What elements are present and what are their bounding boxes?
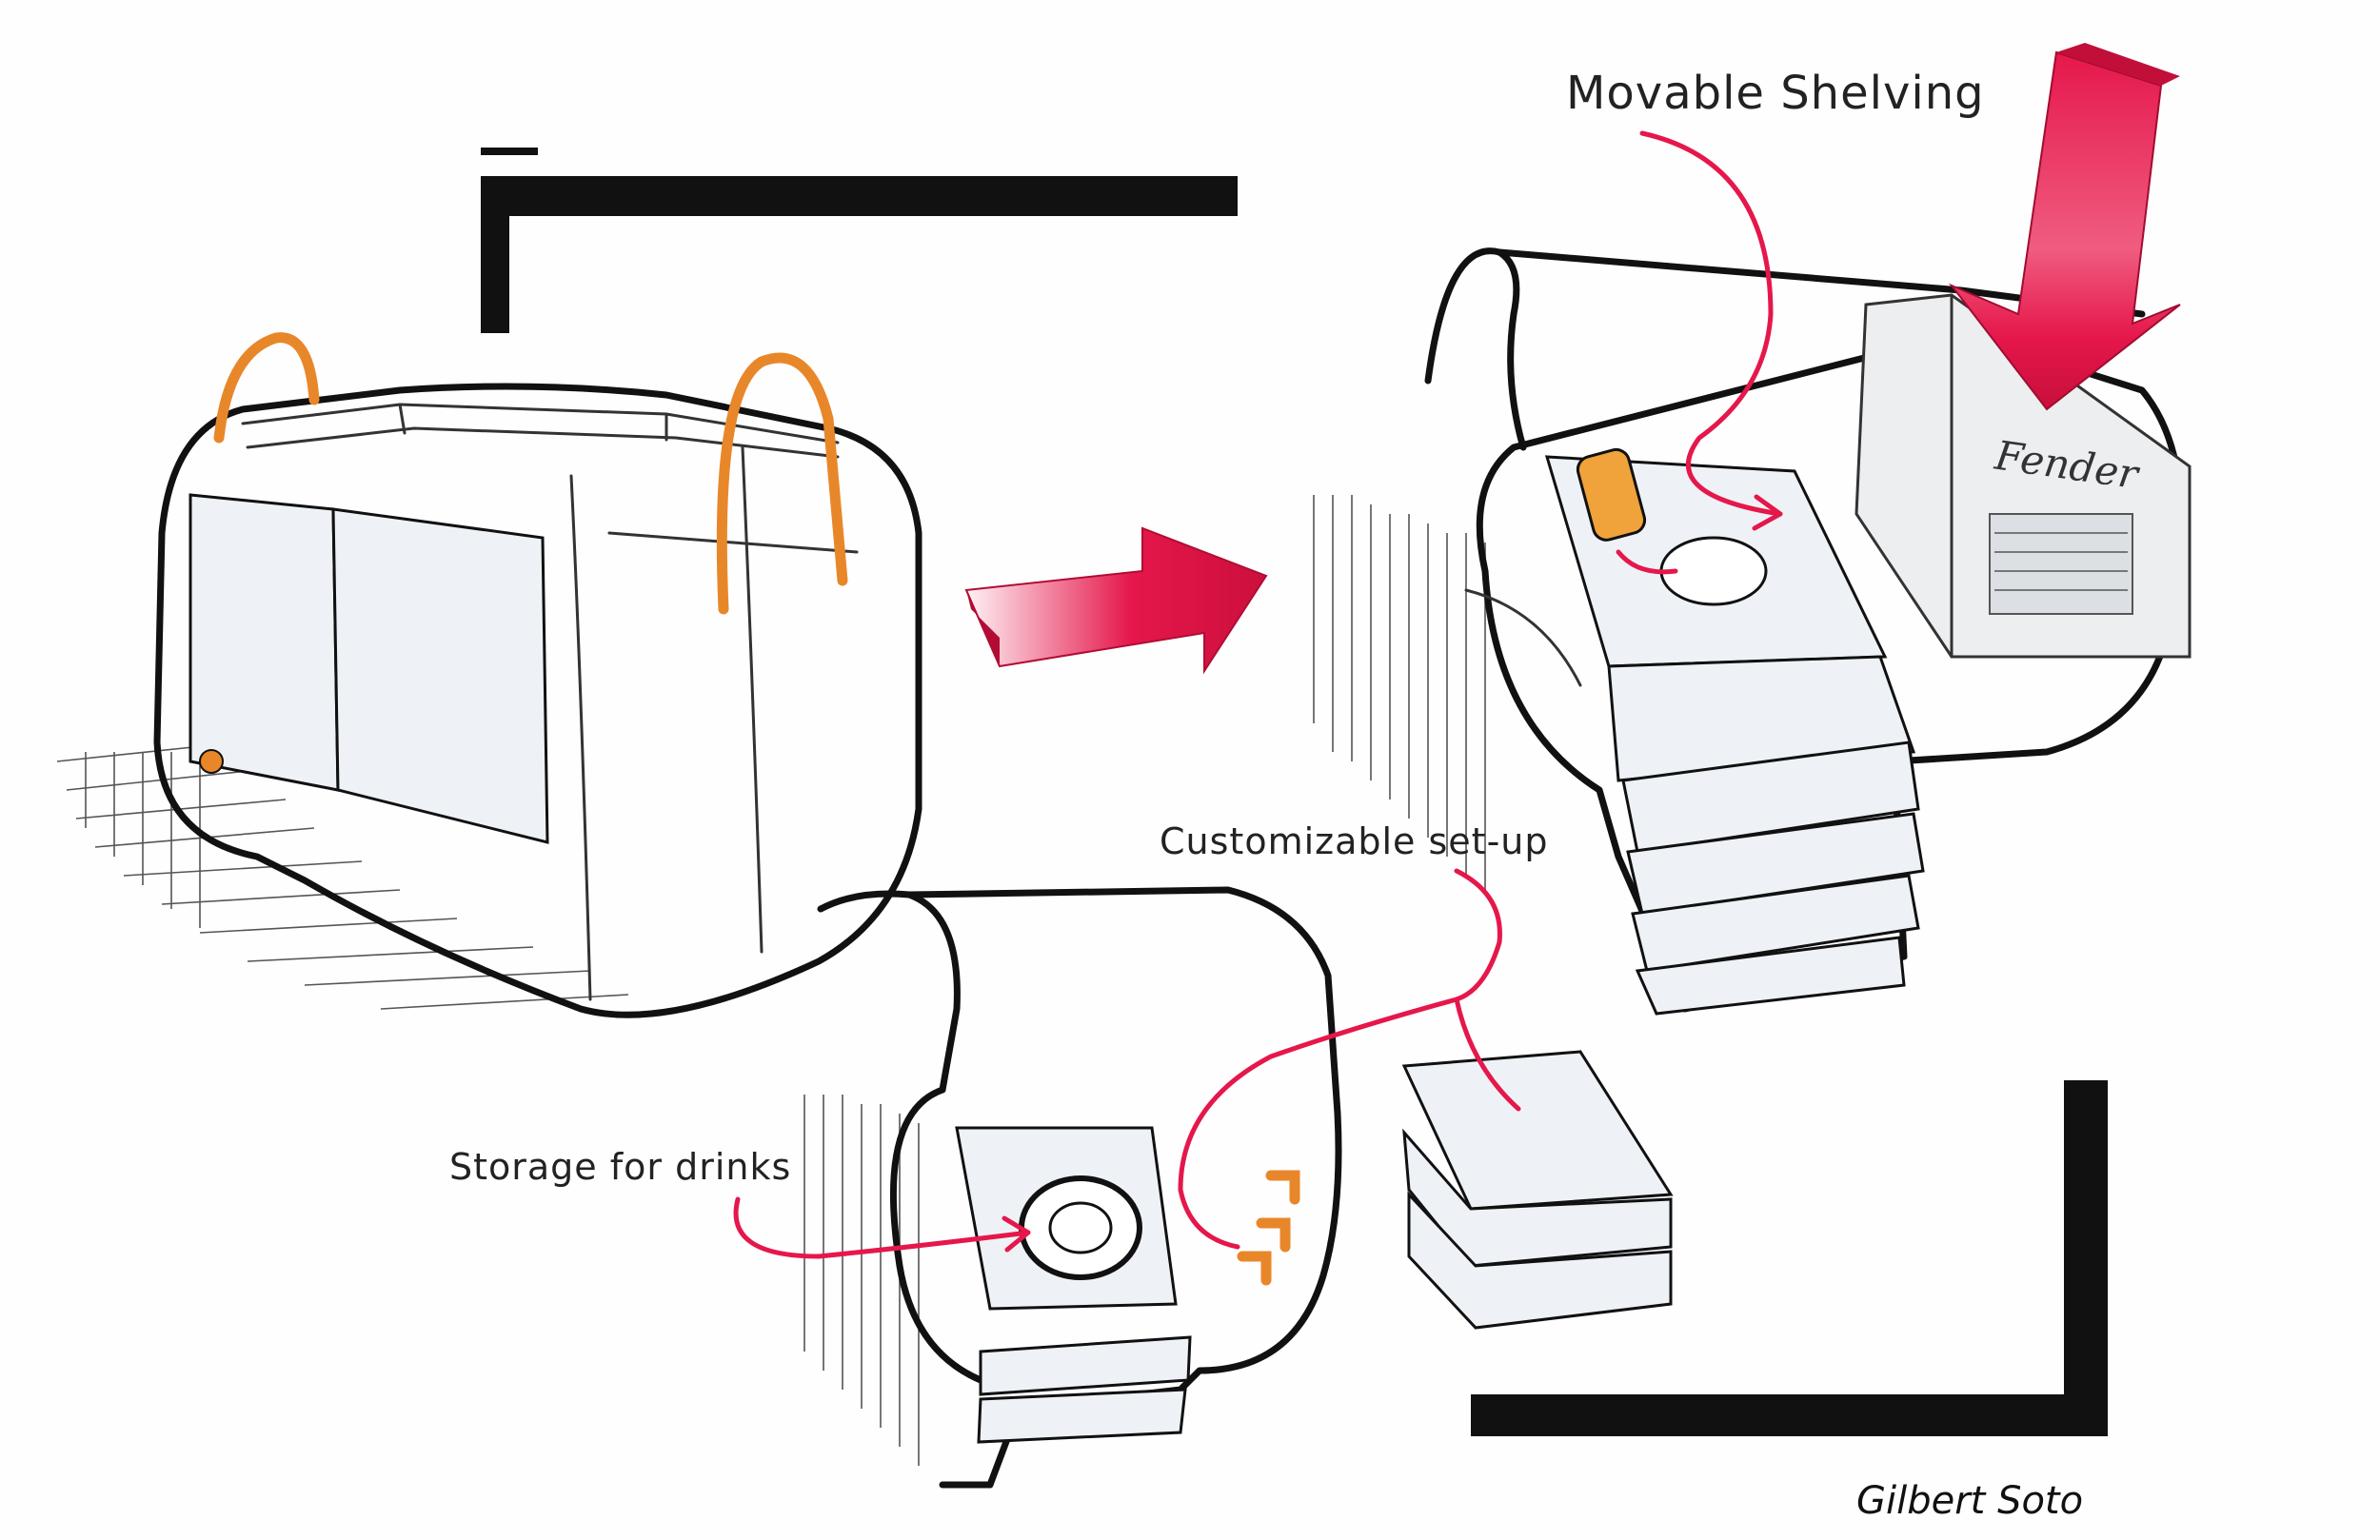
amp-box xyxy=(1854,293,2192,659)
frame-bracket-bottom-right xyxy=(1471,1080,2108,1436)
callout-branch-custom xyxy=(1454,997,1521,1112)
shadow-hatching-3 xyxy=(803,1095,920,1466)
callout-line-movable xyxy=(1639,130,1783,517)
artist-signature: Gilbert Soto xyxy=(1856,1479,2083,1523)
frame-bracket-top-left xyxy=(481,148,1238,333)
shadow-hatching-2 xyxy=(1313,495,1486,895)
callout-line-storage xyxy=(733,1196,1031,1259)
closed-cooler-sketch xyxy=(56,332,922,1018)
open-cooler-sketch xyxy=(1313,43,2192,1016)
drink-can xyxy=(1576,447,1647,542)
transform-arrow xyxy=(964,526,1268,675)
callout-arrowhead-movable xyxy=(1752,494,1783,531)
annotation-customizable-setup: Customizable set-up xyxy=(1160,820,1549,862)
callout-line-custom xyxy=(1178,868,1502,1250)
callout-arrowhead-storage xyxy=(1002,1215,1031,1253)
insert-arrow xyxy=(1948,43,2181,411)
annotation-movable-shelving: Movable Shelving xyxy=(1566,67,1985,120)
annotation-storage-for-drinks: Storage for drinks xyxy=(449,1146,792,1188)
setup-cooler-sketch xyxy=(803,886,1674,1489)
